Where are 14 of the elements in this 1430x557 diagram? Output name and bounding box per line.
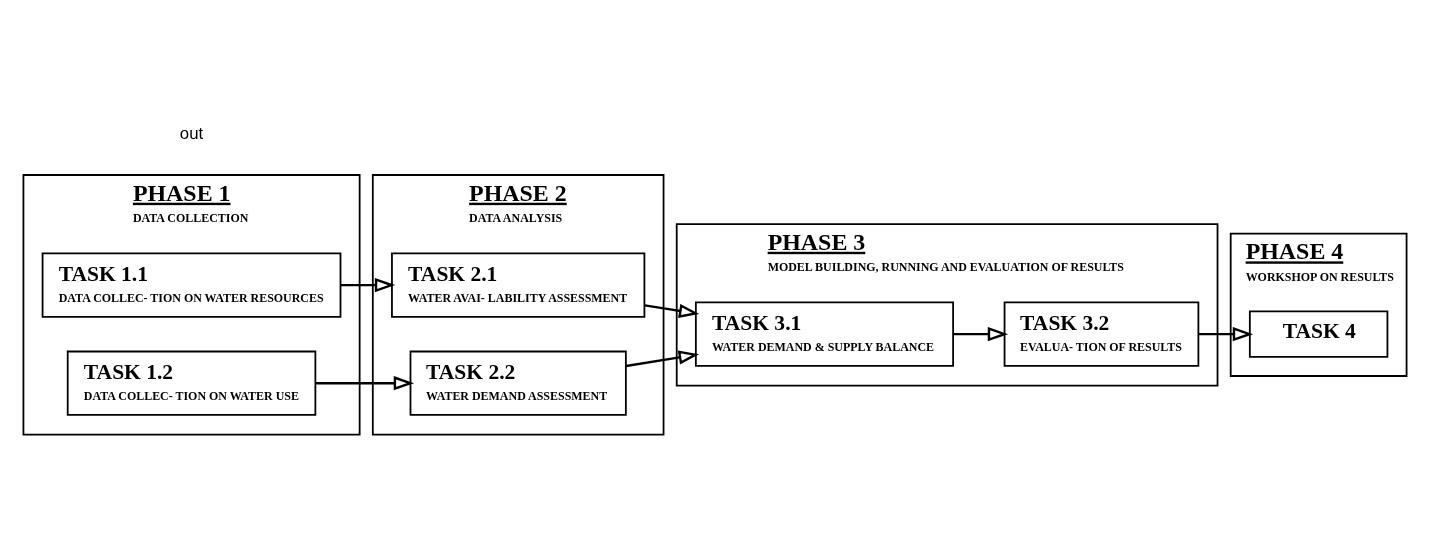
- node-box: TASK 2.1 WATER AVAI- LABILITY ASSESSMENT: [391, 252, 646, 318]
- node-box: TASK 4: [1248, 310, 1389, 358]
- node-box: TASK 1.2 DATA COLLEC- TION ON WATER USE: [66, 350, 317, 416]
- arrow: [625, 350, 699, 368]
- arrow: [340, 277, 396, 293]
- node-box: TASK 1.1 DATA COLLEC- TION ON WATER RESOURCES: [41, 252, 342, 318]
- arrow: [315, 376, 415, 391]
- arrow: [644, 303, 700, 318]
- node-box: TASK 2.2 WATER DEMAND ASSESSMENT: [409, 350, 627, 416]
- label: out: [179, 123, 204, 143]
- node-box: TASK 3.2 EVALUA- TION OF RESULTS: [1003, 301, 1200, 367]
- arrow: [953, 327, 1009, 342]
- arrow: [1198, 327, 1254, 342]
- node-box: TASK 3.1 WATER DEMAND & SUPPLY BALANCE: [694, 301, 954, 367]
